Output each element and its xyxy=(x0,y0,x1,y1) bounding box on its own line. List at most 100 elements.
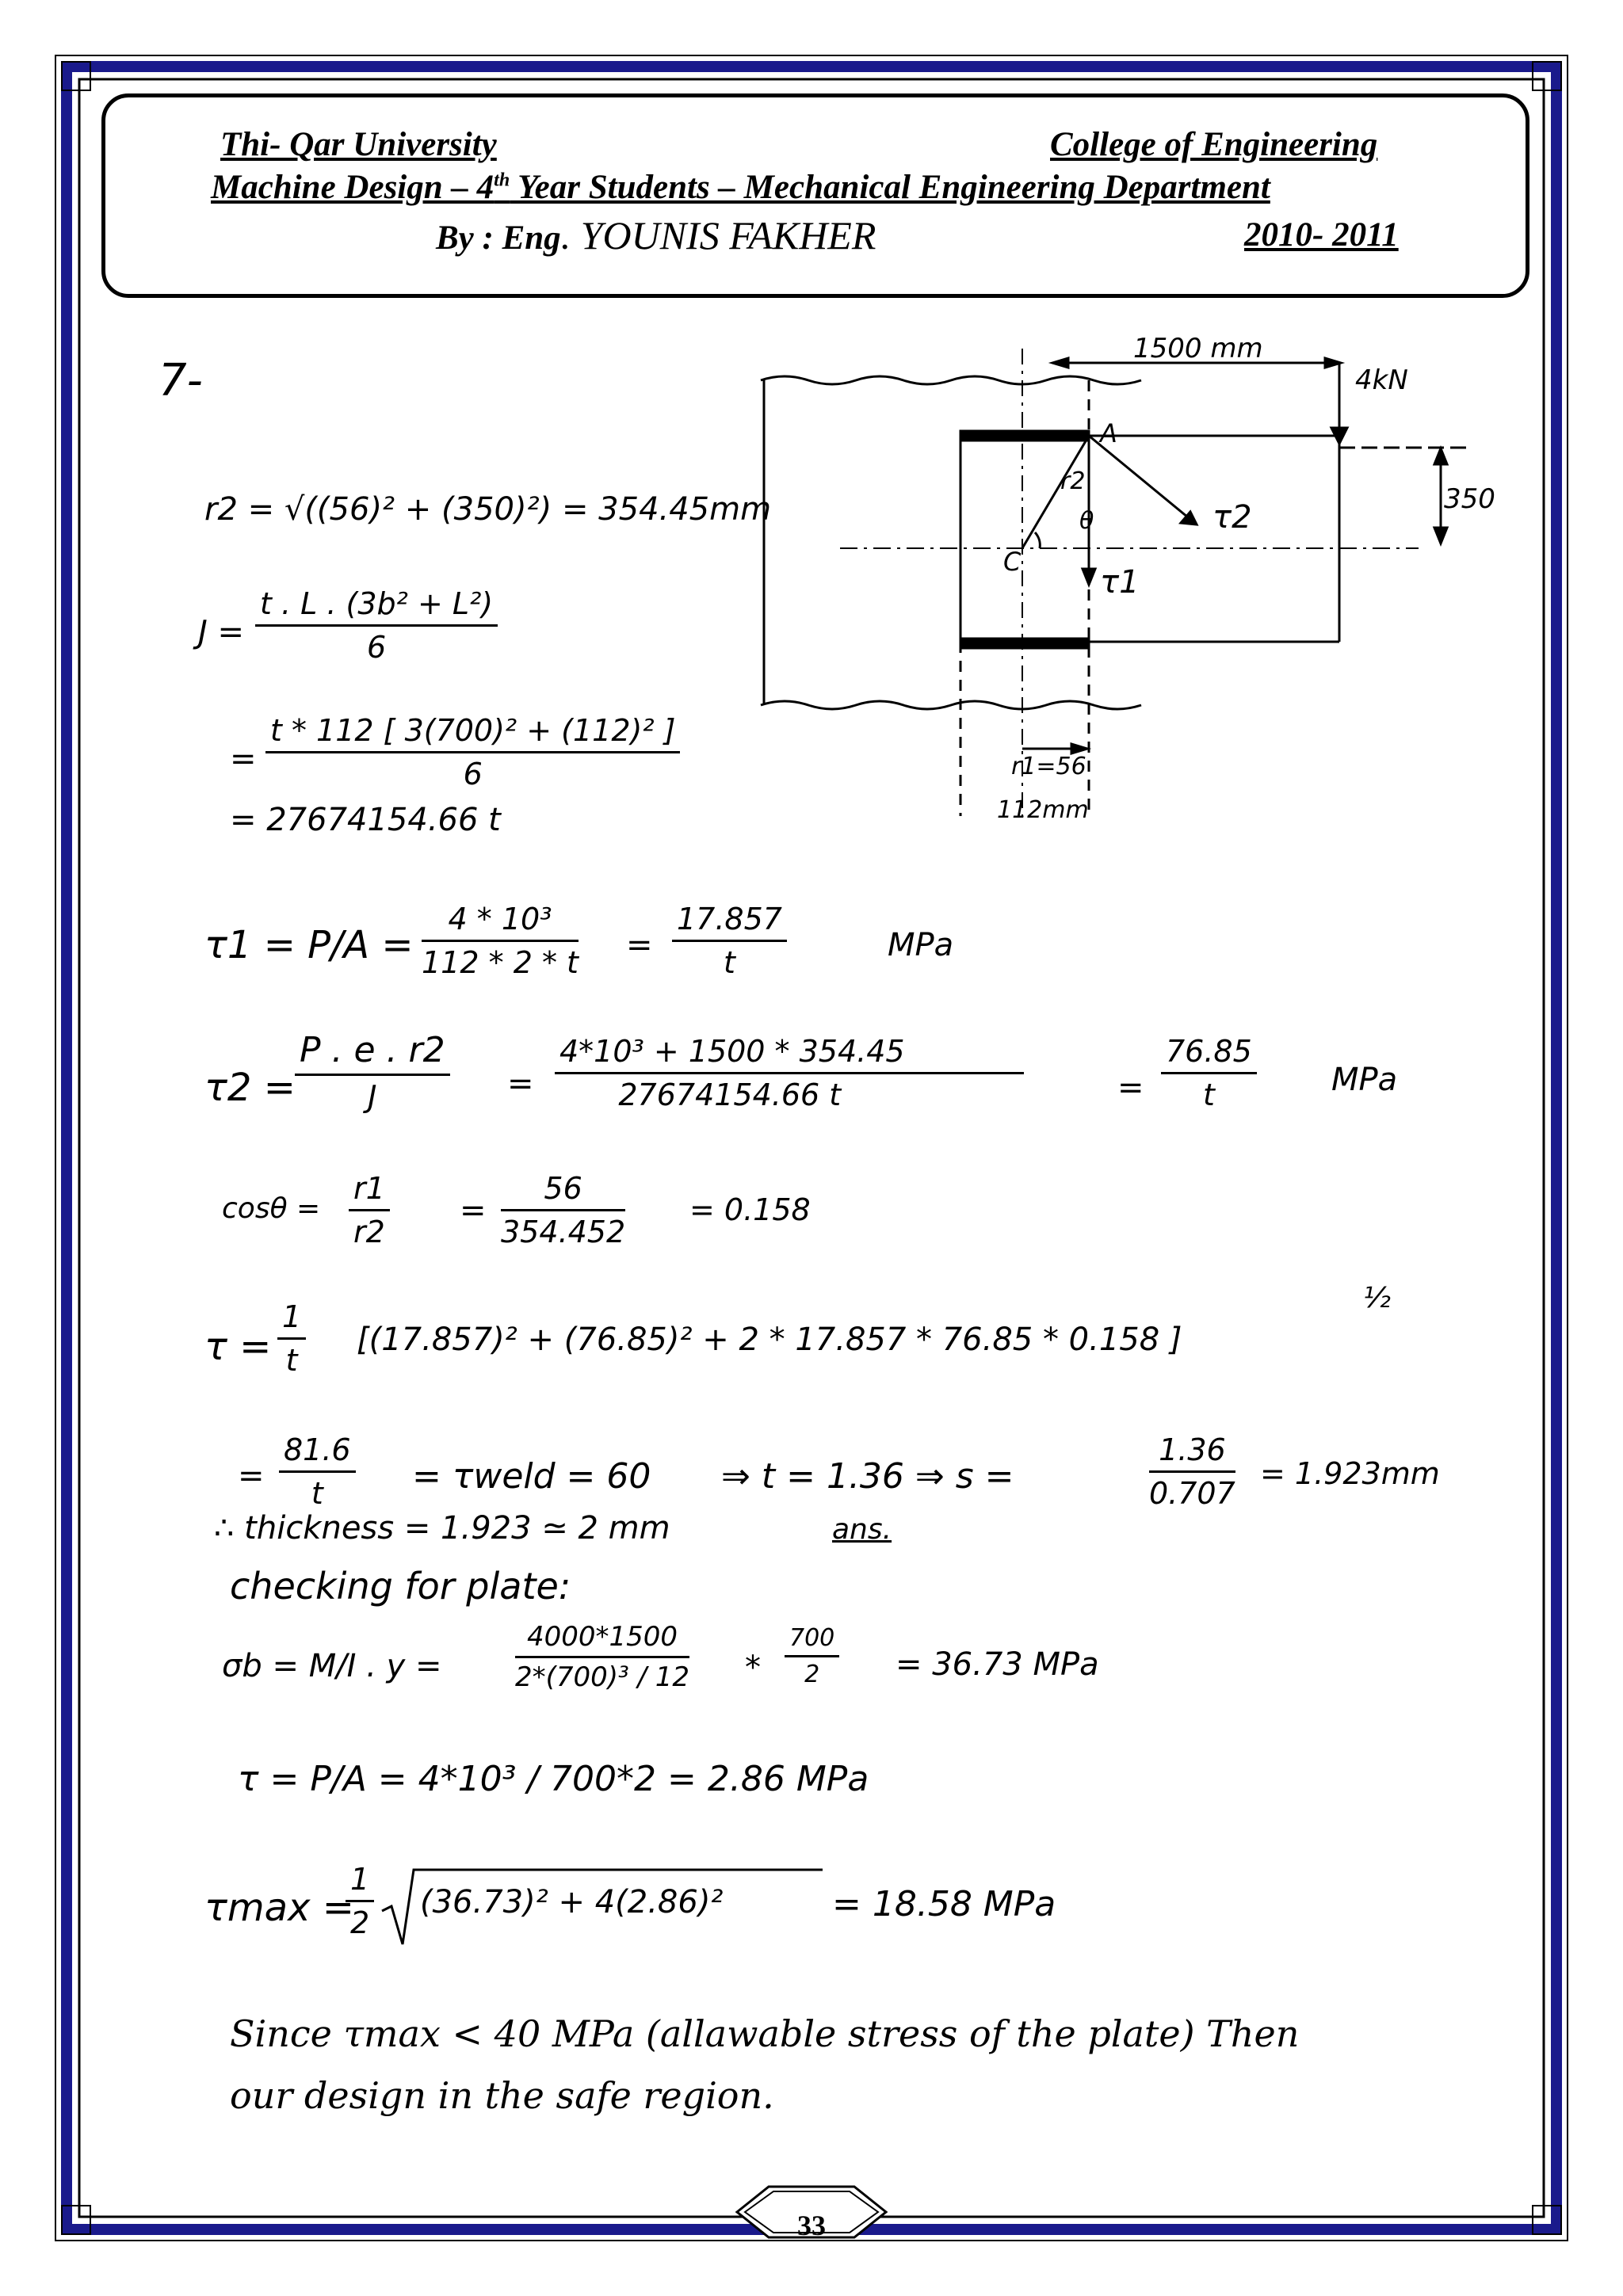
eq-tau2-den: J xyxy=(368,1079,377,1114)
eq-tau1-num: 4 * 10³ xyxy=(422,902,579,942)
eq-j-frac: t . L . (3b² + L²) 6 xyxy=(255,586,498,665)
eq-cos-eq: = xyxy=(460,1192,487,1229)
eq-sigma-num: 4000*1500 xyxy=(515,1621,690,1658)
eq-tau2-eq2: = xyxy=(1117,1070,1144,1106)
by-label: By : Eng xyxy=(436,219,561,257)
eq-j-lhs: J = xyxy=(198,614,245,650)
problem-number: 7- xyxy=(158,355,203,406)
checking-label: checking for plate: xyxy=(230,1565,571,1608)
eq-tau-pow: ½ xyxy=(1363,1282,1391,1314)
header-box xyxy=(101,93,1529,298)
sqrt-symbol xyxy=(381,1868,823,1945)
course-suffix: Year Students – Mechanical Engineering D… xyxy=(510,169,1270,206)
eq-res-s-num: 1.36 xyxy=(1149,1432,1235,1473)
eq-sigma-y-num: 700 xyxy=(785,1624,840,1657)
weld-figure xyxy=(760,349,1466,816)
eq-ans: ans. xyxy=(832,1513,892,1546)
eq-tau-lhs: τ = xyxy=(204,1325,272,1369)
eq-res-s-val: = 1.923mm xyxy=(1260,1456,1440,1491)
eq-tau1-unit: MPa xyxy=(888,927,954,963)
eq-tau-frac-num: 1 xyxy=(277,1299,307,1340)
eq-sigma-den: 2*(700)³ / 12 xyxy=(515,1661,690,1693)
eq-tau2-mid-num: 4*10³ + 1500 * 354.45 xyxy=(555,1034,1024,1074)
eq-j-den: 6 xyxy=(366,630,387,665)
eq-thickness: ∴ thickness = 1.923 ≃ 2 mm xyxy=(214,1510,670,1547)
eq-tau2-mid-den: 27674154.66 t xyxy=(618,1077,842,1112)
eq-cos-mid-den: 354.452 xyxy=(501,1215,626,1249)
eq-cos-mid-num: 56 xyxy=(501,1171,626,1211)
eq-tau1-eq: = xyxy=(626,927,653,963)
eq-cos-frac: r1 r2 xyxy=(349,1171,390,1249)
figure-point-c: C xyxy=(1003,547,1022,577)
eq-tau1-res: 17.857 t xyxy=(672,902,787,980)
eq-tau-max-half-den: 2 xyxy=(350,1905,370,1940)
eq-j2-frac: t * 112 [ 3(700)² + (112)² ] 6 xyxy=(265,713,681,791)
eq-cos-num: r1 xyxy=(349,1171,390,1211)
eq-tau2-res: 76.85 t xyxy=(1161,1034,1257,1112)
eq-r2: r2 = √((56)² + (350)²) = 354.45mm xyxy=(204,491,772,528)
figure-dim-length: 1500 mm xyxy=(1133,333,1263,364)
eq-tau1-lhs: τ1 = P/A = xyxy=(204,923,414,967)
eq-tau-frac: 1 t xyxy=(277,1299,307,1378)
figure-load: 4kN xyxy=(1355,364,1408,396)
figure-tau1: τ1 xyxy=(1100,564,1140,601)
eq-res-s-den: 0.707 xyxy=(1149,1476,1235,1511)
figure-point-a: A xyxy=(1100,418,1117,448)
eq-tau2-frac: P . e . r2 J xyxy=(295,1030,450,1114)
university-name: Thi- Qar University xyxy=(220,126,497,163)
figure-theta: θ xyxy=(1079,507,1094,535)
eq-sigma-frac: 4000*1500 2*(700)³ / 12 xyxy=(515,1621,690,1693)
eq-sigma-res: = 36.73 MPa xyxy=(896,1646,1099,1683)
figure-r2: r2 xyxy=(1060,467,1086,495)
eq-tau-max-lhs: τmax = xyxy=(204,1886,354,1930)
eq-cos-lhs: cosθ = xyxy=(222,1192,321,1225)
eq-sigma-y-frac: 700 2 xyxy=(785,1624,840,1688)
eq-tau-max-res: = 18.58 MPa xyxy=(832,1884,1056,1924)
eq-tau2-unit: MPa xyxy=(1331,1062,1398,1098)
conclusion-line1: Since τmax < 40 MPa (allawable stress of… xyxy=(230,2012,1300,2055)
author-name: . YOUNIS FAKHER xyxy=(560,213,876,257)
eq-res-mid: = τweld = 60 xyxy=(412,1456,651,1497)
figure-tau2: τ2 xyxy=(1212,499,1252,536)
eq-cos-den: r2 xyxy=(353,1215,385,1249)
figure-dim-weld: 112mm xyxy=(997,796,1089,824)
eq-tau-max-half-num: 1 xyxy=(346,1862,375,1902)
eq-tau-plate: τ = P/A = 4*10³ / 700*2 = 2.86 MPa xyxy=(238,1759,869,1799)
eq-j2-num: t * 112 [ 3(700)² + (112)² ] xyxy=(265,713,681,753)
eq-j2-den: 6 xyxy=(463,757,483,791)
eq-tau2-res-den: t xyxy=(1202,1077,1215,1112)
eq-cos-mid: 56 354.452 xyxy=(501,1171,626,1249)
eq-tau-max-root: (36.73)² + 4(2.86)² xyxy=(420,1884,724,1920)
conclusion-line2: our design in the safe region. xyxy=(230,2074,774,2117)
eq-j3: = 27674154.66 t xyxy=(230,802,501,838)
eq-tau2-num: P . e . r2 xyxy=(295,1030,450,1076)
eq-res-s-frac: 1.36 0.707 xyxy=(1149,1432,1235,1511)
eq-tau-max-half: 1 2 xyxy=(346,1862,375,1940)
course-sup: th xyxy=(494,170,510,191)
eq-tau-frac-den: t xyxy=(285,1343,298,1378)
figure-r1: r1=56 xyxy=(1011,753,1086,780)
author-line: By : Eng. YOUNIS FAKHER xyxy=(436,212,876,258)
academic-year: 2010- 2011 xyxy=(1244,216,1399,254)
eq-tau-bracket: [(17.857)² + (76.85)² + 2 * 17.857 * 76.… xyxy=(357,1322,1182,1358)
eq-sigma-lhs: σb = M/I . y = xyxy=(222,1648,442,1684)
eq-sigma-y-den: 2 xyxy=(804,1661,820,1688)
eq-tau2-lhs: τ2 = xyxy=(204,1066,296,1110)
eq-res-den: t xyxy=(311,1476,323,1511)
eq-res-t: ⇒ t = 1.36 ⇒ s = xyxy=(721,1456,1014,1497)
figure-dim-height: 350 xyxy=(1444,483,1495,515)
eq-res-num: 81.6 xyxy=(279,1432,356,1473)
eq-sigma-mid: * xyxy=(745,1650,761,1686)
eq-tau1-res-den: t xyxy=(724,945,735,980)
eq-res-eq: = xyxy=(238,1458,265,1494)
eq-tau1-res-num: 17.857 xyxy=(672,902,787,942)
eq-tau2-res-num: 76.85 xyxy=(1161,1034,1257,1074)
course-prefix: Machine Design – 4 xyxy=(211,169,495,206)
eq-j-num: t . L . (3b² + L²) xyxy=(255,586,498,627)
eq-res-frac: 81.6 t xyxy=(279,1432,356,1511)
course-line: Machine Design – 4th Year Students – Mec… xyxy=(211,168,1270,207)
eq-j2-eq: = xyxy=(230,741,257,777)
eq-tau1-frac: 4 * 10³ 112 * 2 * t xyxy=(422,902,579,980)
eq-tau2-eq1: = xyxy=(507,1066,534,1102)
